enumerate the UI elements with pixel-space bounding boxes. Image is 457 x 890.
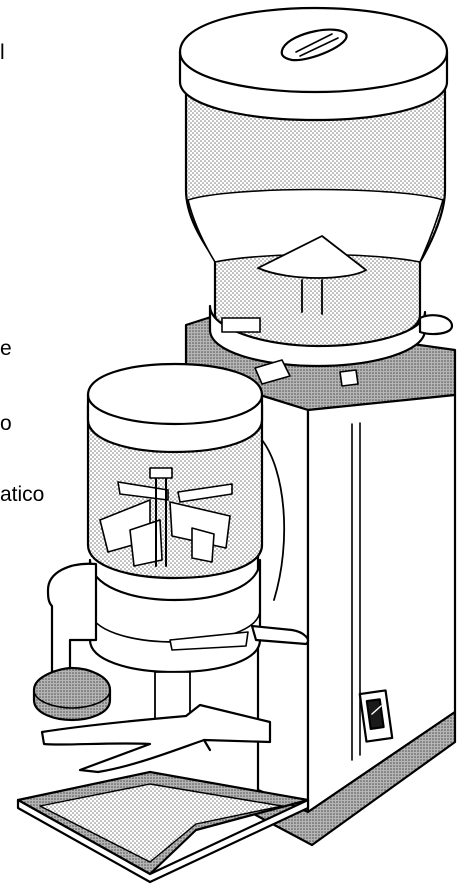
label-fragment-3: o (0, 412, 12, 435)
doser-chamber (32, 362, 310, 722)
portafilter-fork (40, 703, 272, 774)
bean-hopper (178, 6, 454, 387)
label-fragment-1: l (0, 41, 5, 64)
label-fragment-4: atico (0, 483, 45, 506)
label-fragment-2: e (0, 337, 12, 360)
drip-tray (16, 770, 310, 884)
